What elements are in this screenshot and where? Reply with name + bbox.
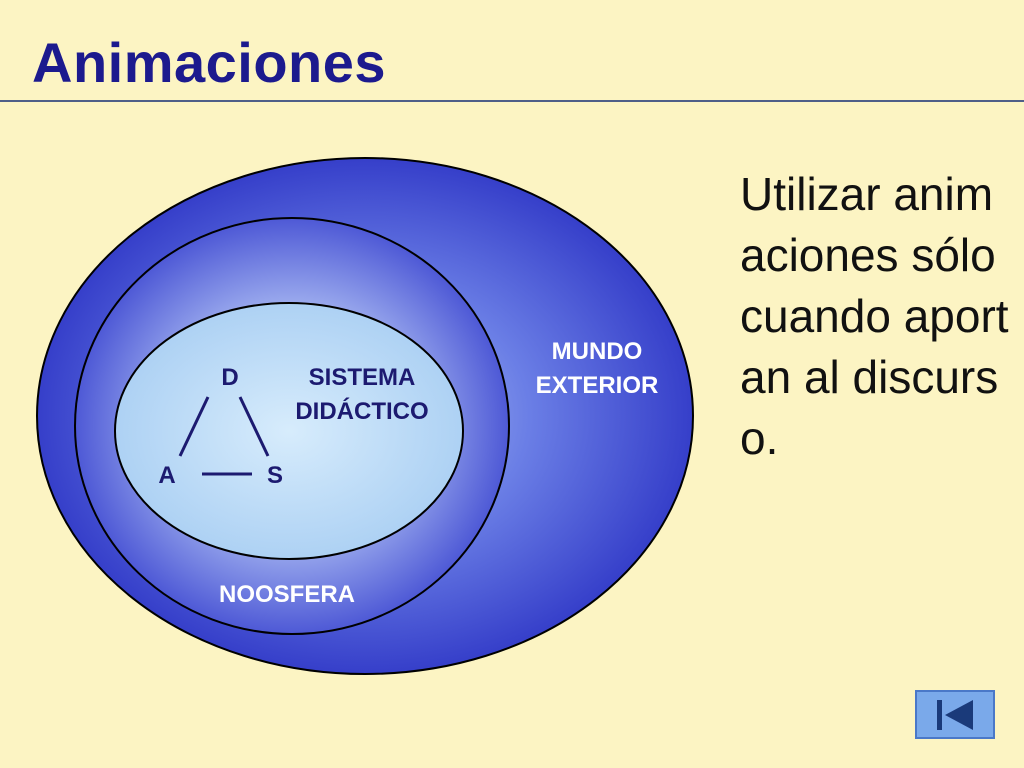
title-divider [0,100,1024,102]
inner-label-line2: DIDÁCTICO [295,397,428,425]
slide-body-text: Utilizar animaciones sólo cuando aportan… [740,168,1009,464]
triangle-vertex-s: S [267,462,283,489]
triangle-edge-d-a [178,396,210,457]
inner-ellipse-sistema-didactico [114,302,464,560]
triangle-vertex-a: A [158,462,175,489]
outer-label-line2: EXTERIOR [536,372,659,399]
triangle-edge-d-s [238,396,270,457]
triangle-vertex-d: D [221,364,238,391]
inner-label-line1: SISTEMA [309,364,416,391]
slide-title: Animaciones [32,31,387,94]
outer-label-line1: MUNDO [552,338,643,365]
middle-label: NOOSFERA [219,581,355,608]
go-to-first-slide-button[interactable] [915,690,995,739]
skip-to-first-icon [937,699,973,730]
